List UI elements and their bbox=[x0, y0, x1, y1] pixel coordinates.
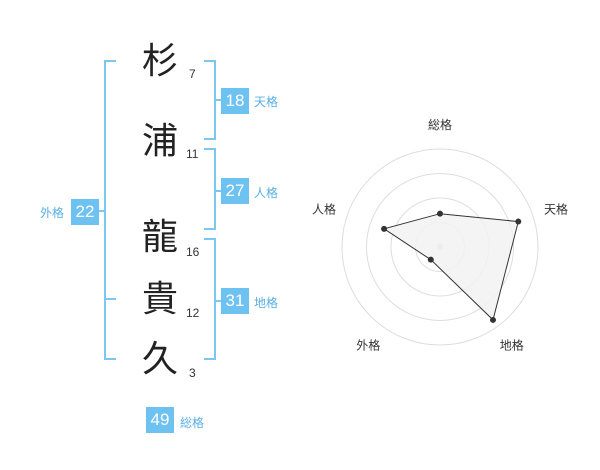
tenkaku-value: 18 bbox=[221, 88, 249, 114]
radar-axis-label-4: 外格 bbox=[356, 338, 380, 353]
gaikaku-value: 22 bbox=[71, 199, 99, 225]
name-char-4: 貴 bbox=[142, 279, 179, 320]
radar-point-5 bbox=[381, 225, 388, 232]
radar-axis-label-1: 総格 bbox=[428, 117, 452, 132]
gaikaku-connector bbox=[98, 210, 104, 212]
stroke-count-3: 16 bbox=[186, 245, 200, 259]
jinkaku-label: 人格 bbox=[254, 186, 279, 200]
radar-point-3 bbox=[489, 316, 496, 323]
chikaku-connector bbox=[216, 300, 222, 302]
stroke-count-5: 3 bbox=[189, 366, 196, 380]
name-char-1: 杉 bbox=[142, 41, 179, 82]
tenkaku-connector bbox=[216, 99, 222, 101]
gaikaku-bracket bbox=[104, 60, 116, 360]
radar-ring bbox=[366, 173, 514, 321]
gaikaku-divider bbox=[104, 298, 116, 300]
tenkaku-bracket bbox=[204, 60, 216, 140]
stroke-count-2: 11 bbox=[186, 147, 199, 161]
name-char-3: 龍 bbox=[142, 217, 179, 258]
radar-axis-label-2: 天格 bbox=[544, 201, 568, 216]
stroke-count-1: 7 bbox=[189, 67, 196, 81]
jinkaku-bracket bbox=[204, 148, 216, 230]
radar-polygon bbox=[382, 213, 519, 321]
radar-point-1 bbox=[437, 210, 443, 217]
radar-axis-label-5: 人格 bbox=[312, 201, 336, 216]
name-char-5: 久 bbox=[142, 339, 179, 380]
soukaku-value: 49 bbox=[146, 407, 174, 433]
jinkaku-connector bbox=[216, 190, 222, 192]
radar-point-4 bbox=[427, 256, 434, 263]
radar-ring bbox=[341, 148, 539, 346]
radar-axis-label-3: 地格 bbox=[500, 338, 524, 353]
name-char-2: 浦 bbox=[142, 121, 179, 162]
chikaku-label: 地格 bbox=[254, 296, 279, 310]
chikaku-bracket bbox=[204, 238, 216, 360]
gaikaku-label: 外格 bbox=[40, 206, 65, 220]
stroke-count-4: 12 bbox=[186, 306, 200, 320]
chikaku-value: 31 bbox=[221, 288, 249, 314]
soukaku-label: 総格 bbox=[180, 416, 205, 430]
tenkaku-label: 天格 bbox=[254, 95, 279, 109]
jinkaku-value: 27 bbox=[221, 178, 249, 204]
radar-point-2 bbox=[515, 218, 522, 225]
